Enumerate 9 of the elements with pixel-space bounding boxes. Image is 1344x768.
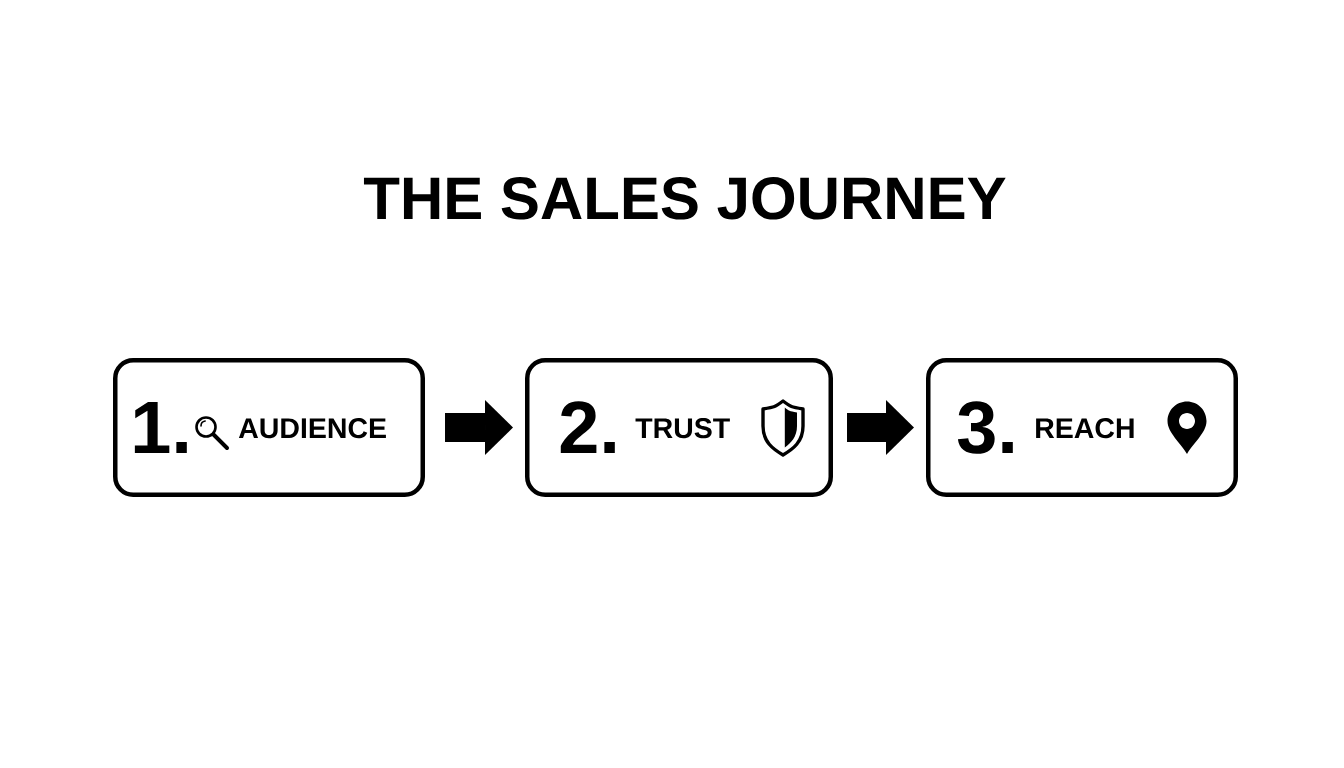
arrow: [847, 400, 914, 455]
arrow: [445, 400, 513, 455]
step-label: REACH: [1036, 418, 1134, 439]
title: THE SALES JOURNEY: [363, 177, 1006, 220]
step-number: 3.: [957, 401, 1013, 454]
step-number: 1.: [134, 402, 187, 453]
step-number: 2.: [560, 401, 615, 453]
step-label: TRUST: [635, 418, 730, 439]
step-label: AUDIENCE: [238, 418, 386, 439]
